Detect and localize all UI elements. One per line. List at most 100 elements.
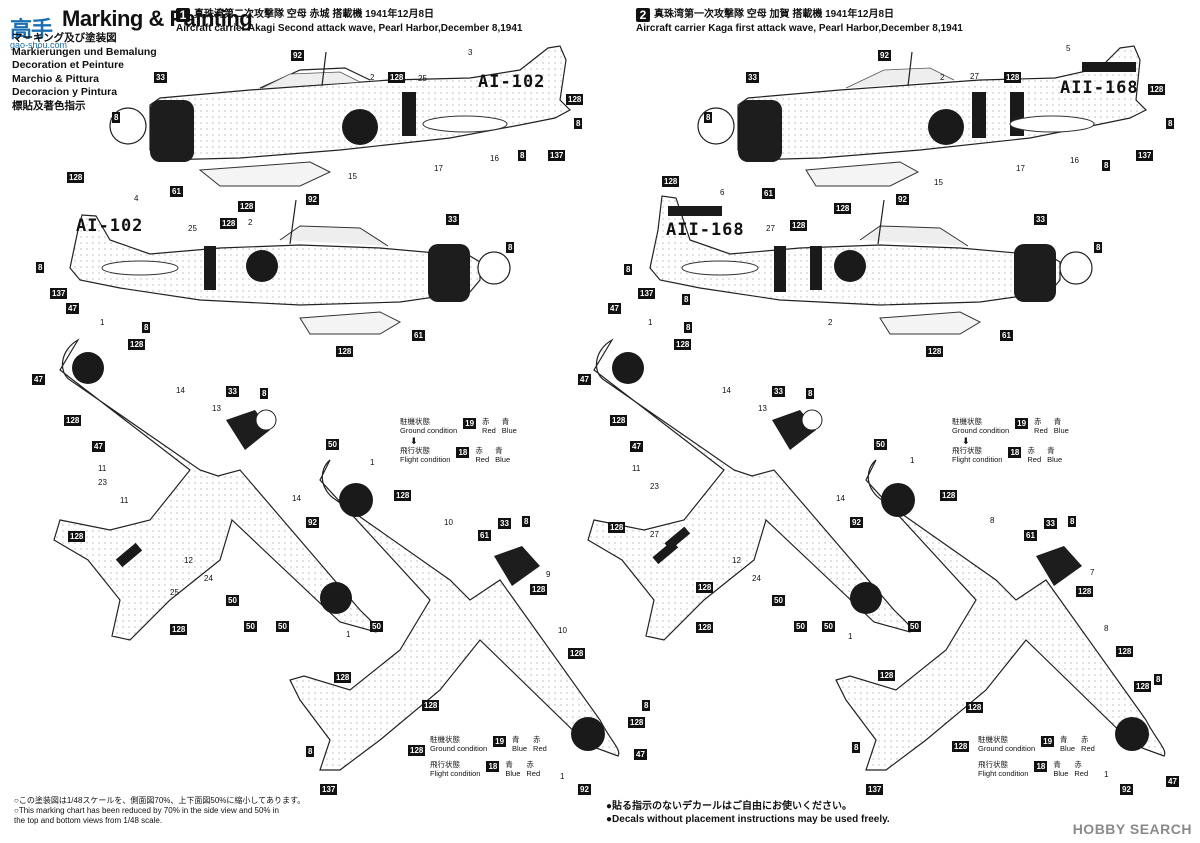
callout-128: 128 <box>566 94 584 105</box>
callout-128: 128 <box>530 584 548 595</box>
wing-hinomaru-port <box>612 352 644 384</box>
spinner <box>1059 251 1093 285</box>
wing-hinomaru-starboard <box>571 717 605 751</box>
language-title-es: Decoracion y Pintura <box>12 86 118 98</box>
language-title-de: Markierungen und Bemalung <box>12 45 157 58</box>
callout-3: 3 <box>468 48 473 57</box>
ground-condition-en: Ground condition <box>430 743 488 753</box>
logo-url: gao-shou.com <box>10 40 68 50</box>
callout-47: 47 <box>630 441 643 452</box>
callout-6: 6 <box>720 188 725 197</box>
callout-27: 27 <box>766 224 775 233</box>
ground-condition-jp: 駐機状態 <box>430 735 460 744</box>
blue-en: Blue <box>1047 454 1063 464</box>
flight-condition-en: Flight condition <box>952 454 1003 464</box>
callout-50: 50 <box>370 621 383 632</box>
callout-8: 8 <box>806 388 815 399</box>
wing-hinomaru-starboard <box>1115 717 1149 751</box>
decal-note-en: ●Decals without placement instructions m… <box>606 814 890 825</box>
callout-33: 33 <box>498 518 511 529</box>
blue-en: Blue <box>501 425 517 435</box>
callout-17: 17 <box>434 164 443 173</box>
callout-128: 128 <box>790 220 808 231</box>
flight-condition-jp: 飛行状態 <box>430 760 460 769</box>
ground-condition-en: Ground condition <box>978 743 1036 753</box>
callout-8: 8 <box>142 322 151 333</box>
callout-128: 128 <box>834 203 852 214</box>
fuselage-band-rear <box>774 246 786 292</box>
scheme-2-side-profile-right <box>697 45 1148 187</box>
callout-128: 128 <box>1004 72 1022 83</box>
callout-4: 4 <box>134 194 139 203</box>
blue-en: Blue <box>505 768 521 778</box>
callout-61: 61 <box>762 188 775 199</box>
callout-47: 47 <box>578 374 591 385</box>
callout-128: 128 <box>940 490 958 501</box>
callout-128: 128 <box>608 522 626 533</box>
ground-condition-code: 19 <box>1015 418 1029 429</box>
scale-note-jp: ○この塗装図は1/48スケールを、側面図70%、上下面図50%に縮小してあります… <box>14 796 306 805</box>
callout-33: 33 <box>1034 214 1047 225</box>
blue-en: Blue <box>1053 425 1069 435</box>
scheme-1-bottom-view <box>289 459 620 771</box>
callout-12: 12 <box>732 556 741 565</box>
callout-15: 15 <box>348 172 357 181</box>
language-title-zh: 標貼及著色指示 <box>12 99 86 112</box>
wing-hinomaru-port <box>72 352 104 384</box>
callout-2: 2 <box>370 73 375 82</box>
callout-128: 128 <box>926 346 944 357</box>
callout-61: 61 <box>478 530 491 541</box>
logo: 高手 gao-shou.com <box>4 4 164 52</box>
callout-10: 10 <box>558 626 567 635</box>
decal-note: ●貼る指示のないデカールはご自由にお使いください。 ●Decals withou… <box>606 800 890 826</box>
language-list: マーキング及び塗装図 Markierungen und Bemalung Dec… <box>12 32 157 113</box>
ground-condition-jp: 駐機状態 <box>400 417 430 426</box>
callout-1: 1 <box>370 458 375 467</box>
callout-9: 9 <box>546 570 551 579</box>
callout-5: 5 <box>1066 44 1071 53</box>
callout-128: 128 <box>674 339 692 350</box>
callout-137: 137 <box>638 288 656 299</box>
callout-1: 1 <box>1104 770 1109 779</box>
scheme-2-side-profile-left <box>649 195 1093 335</box>
callout-47: 47 <box>92 441 105 452</box>
callout-128: 128 <box>68 531 86 542</box>
fuselage-band-front <box>810 246 822 290</box>
blue-jp: 青 <box>505 760 513 769</box>
red-en: Red <box>1074 768 1089 778</box>
callout-1: 1 <box>560 772 565 781</box>
callout-16: 16 <box>490 154 499 163</box>
callout-14: 14 <box>722 386 731 395</box>
callout-14: 14 <box>176 386 185 395</box>
scheme-2-tail-code-right: AII-168 <box>1060 78 1139 98</box>
callout-128: 128 <box>966 702 984 713</box>
callout-17: 17 <box>1016 164 1025 173</box>
language-title-it: Marchio & Pittura <box>12 72 99 85</box>
blue-jp: 青 <box>1047 446 1055 455</box>
callout-16: 16 <box>1070 156 1079 165</box>
blue-jp: 青 <box>501 417 510 426</box>
red-en: Red <box>1034 425 1048 435</box>
callout-128: 128 <box>408 745 426 756</box>
callout-128: 128 <box>696 582 714 593</box>
callout-92: 92 <box>1120 784 1133 795</box>
wing-hinomaru-port <box>881 483 915 517</box>
callout-8: 8 <box>260 388 269 399</box>
callout-92: 92 <box>578 784 591 795</box>
callout-8: 8 <box>506 242 515 253</box>
scheme-1-number: 1 <box>176 8 190 22</box>
scheme-1-side-profile-right <box>109 45 571 187</box>
page-title: Marking & Painting <box>62 6 253 31</box>
callout-8: 8 <box>306 746 315 757</box>
blue-en: Blue <box>1060 743 1076 753</box>
ground-condition-code: 19 <box>493 736 507 747</box>
callout-10: 10 <box>444 518 453 527</box>
spinner <box>477 251 511 285</box>
callout-50: 50 <box>822 621 835 632</box>
callout-137: 137 <box>320 784 338 795</box>
callout-1: 1 <box>346 630 351 639</box>
red-jp: 赤 <box>475 446 483 455</box>
callout-128: 128 <box>336 346 354 357</box>
